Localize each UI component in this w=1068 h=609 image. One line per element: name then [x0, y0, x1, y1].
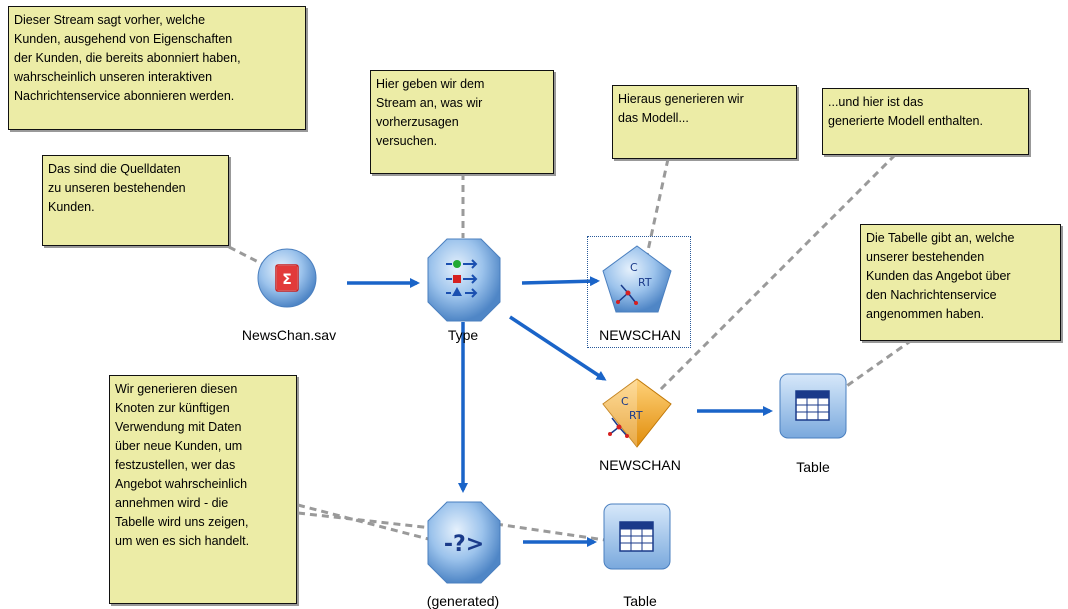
nugget-rt-glyph: RT	[629, 409, 643, 422]
arrow-type-to-model[interactable]	[521, 276, 600, 287]
sigma-glyph: Σ	[282, 272, 292, 288]
model-rt-glyph: RT	[638, 276, 652, 289]
table-bottom-node-icon[interactable]	[603, 503, 671, 570]
nugget-c-glyph: C	[621, 395, 629, 408]
node-selection-box	[587, 236, 691, 348]
generated-glyph: -?>	[444, 532, 484, 557]
note-intro[interactable]: Dieser Stream sagt vorher, welche Kunden…	[8, 6, 306, 130]
model-c-glyph: C	[630, 261, 638, 274]
connector-table	[840, 338, 913, 392]
node-label-model-builder: NEWSCHAN	[599, 327, 681, 343]
node-label-table-right: Table	[796, 459, 830, 475]
node-label-generated: (generated)	[426, 593, 500, 609]
node-label-type: Type	[447, 327, 479, 343]
node-label-table-bottom: Table	[623, 593, 657, 609]
model-nugget-node-icon[interactable]: C RT	[602, 378, 672, 448]
generated-node-icon[interactable]: -?>	[427, 501, 501, 584]
note-model-result[interactable]: ...und hier ist das generierte Modell en…	[822, 88, 1029, 155]
note-generated[interactable]: Wir generieren diesen Knoten zur künftig…	[109, 375, 297, 604]
connector-generated-1	[297, 503, 433, 542]
arrow-type-to-nugget[interactable]	[509, 315, 607, 381]
model-builder-node-icon[interactable]: C RT	[602, 245, 672, 313]
stream-arrows	[347, 276, 773, 547]
annotation-connectors	[228, 153, 913, 542]
note-model-build[interactable]: Hieraus generieren wir das Modell...	[612, 85, 797, 159]
source-node-icon[interactable]: Σ	[257, 248, 317, 308]
type-node-icon[interactable]	[427, 238, 501, 322]
connector-model-result	[656, 153, 897, 394]
connector-generated-3	[495, 522, 606, 542]
node-label-source: NewsChan.sav	[241, 327, 337, 343]
note-type[interactable]: Hier geben wir dem Stream an, was wir vo…	[370, 70, 554, 174]
note-table[interactable]: Die Tabelle gibt an, welche unserer best…	[860, 224, 1061, 341]
note-source[interactable]: Das sind die Quelldaten zu unseren beste…	[42, 155, 229, 246]
connector-model-build	[645, 158, 670, 256]
table-right-node-icon[interactable]	[779, 373, 847, 439]
connector-generated-2	[297, 511, 433, 530]
node-label-model-nugget: NEWSCHAN	[599, 457, 681, 473]
